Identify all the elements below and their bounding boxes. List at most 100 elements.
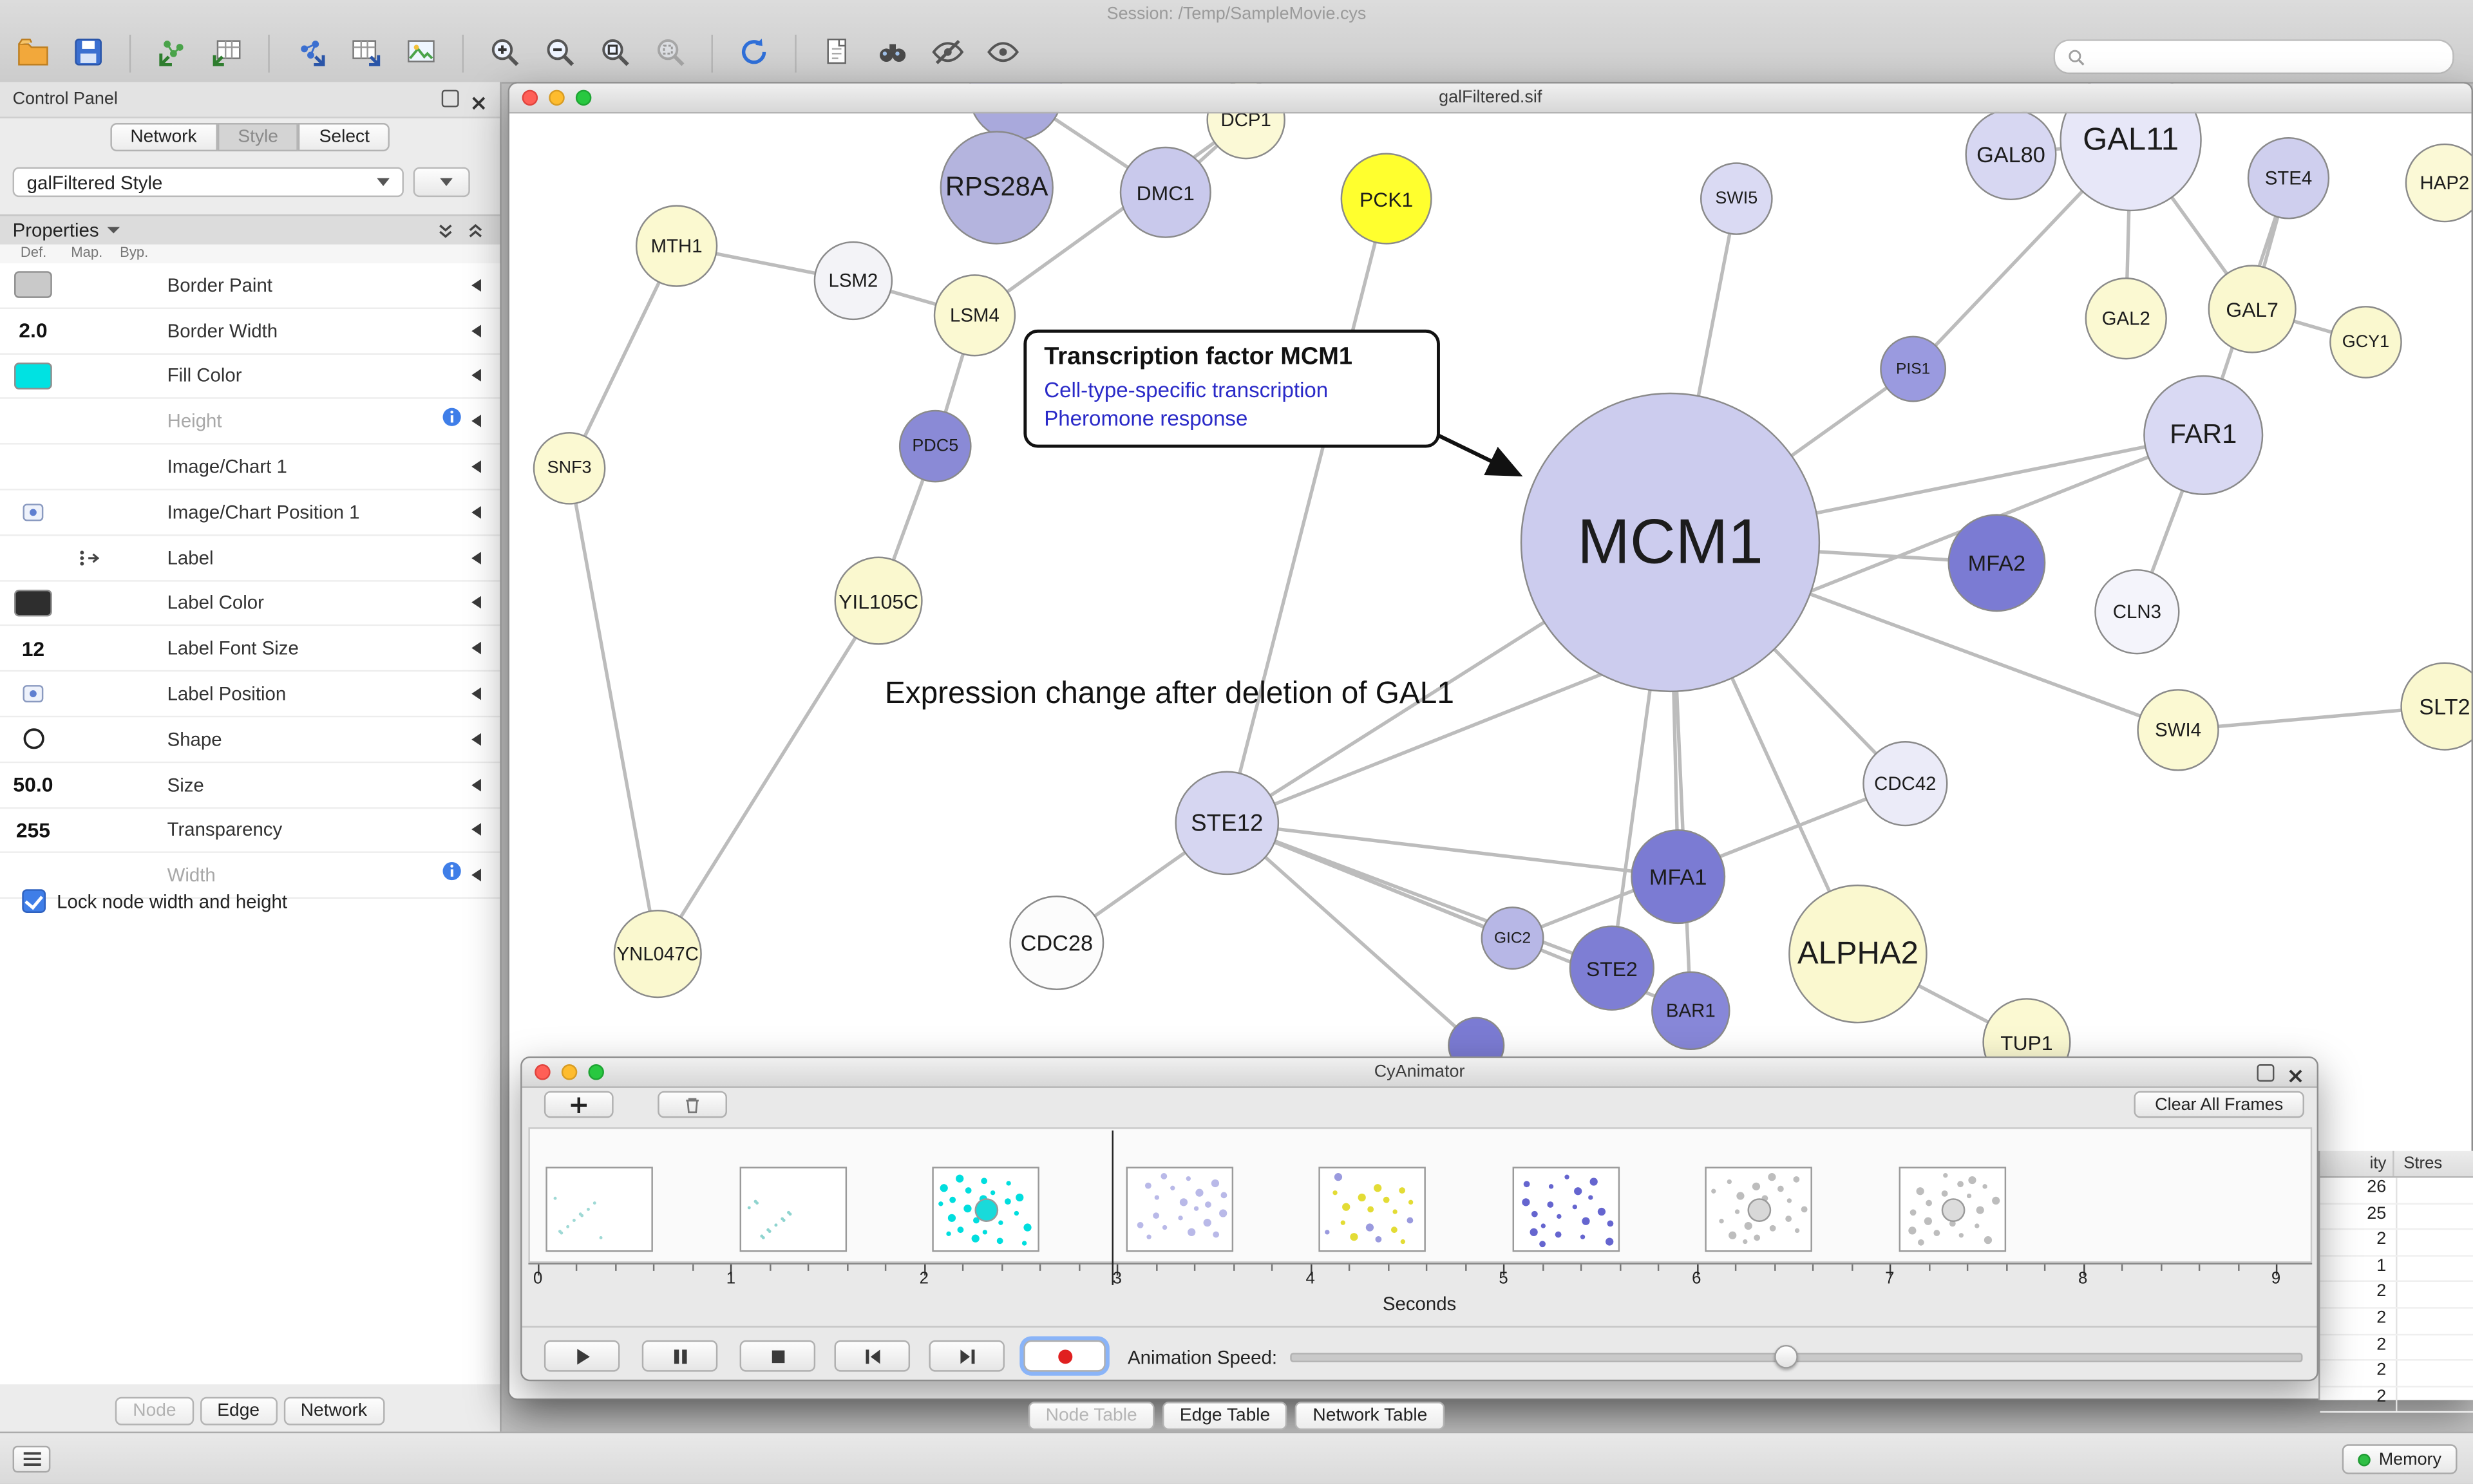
network-node-lsm4[interactable]: LSM4 — [933, 274, 1016, 357]
expand-arrow-icon[interactable] — [471, 279, 481, 292]
caption-annotation[interactable]: Expression change after deletion of GAL1 — [884, 676, 1454, 711]
network-node-pdc5[interactable]: PDC5 — [898, 409, 972, 483]
property-mapping-cell[interactable] — [66, 449, 113, 484]
network-node-bar1[interactable]: BAR1 — [1651, 971, 1730, 1051]
last-frame-button[interactable] — [929, 1340, 1005, 1372]
first-frame-button[interactable] — [834, 1340, 911, 1372]
frame-thumbnail-3[interactable] — [1125, 1167, 1233, 1252]
tab-node[interactable]: Node — [115, 1396, 194, 1425]
table-cell[interactable]: 2 — [2320, 1308, 2398, 1333]
expand-arrow-icon[interactable] — [471, 551, 481, 564]
float-panel-icon[interactable] — [441, 89, 459, 108]
expand-all-icon[interactable] — [437, 221, 454, 239]
property-mapping-cell[interactable] — [66, 812, 113, 847]
table-row[interactable]: 2 — [2320, 1282, 2473, 1309]
panel-menu-button[interactable] — [12, 1445, 51, 1473]
tab-select[interactable]: Select — [298, 123, 390, 152]
minimize-window-icon[interactable] — [561, 1064, 578, 1080]
close-icon[interactable] — [470, 90, 488, 110]
search-box[interactable] — [2053, 39, 2454, 75]
network-node-gal7[interactable]: GAL7 — [2208, 265, 2297, 353]
tab-node-table[interactable]: Node Table — [1028, 1402, 1155, 1431]
zoom-fit-icon[interactable] — [594, 33, 636, 74]
delete-frame-button[interactable] — [658, 1091, 727, 1118]
network-node-alpha2[interactable]: ALPHA2 — [1788, 884, 1928, 1024]
clear-all-frames-button[interactable]: Clear All Frames — [2134, 1091, 2304, 1118]
show-all-icon[interactable] — [983, 33, 1024, 74]
maximize-window-icon[interactable] — [588, 1064, 604, 1080]
network-node-ste2[interactable]: STE2 — [1569, 925, 1654, 1011]
close-icon[interactable] — [2287, 1064, 2304, 1083]
animation-speed-slider[interactable] — [1290, 1344, 2303, 1369]
property-default-cell[interactable] — [0, 359, 66, 393]
open-session-icon[interactable] — [13, 33, 54, 74]
network-node-swi4[interactable]: SWI4 — [2137, 689, 2219, 771]
property-default-cell[interactable] — [0, 268, 66, 303]
table-column-header[interactable]: Stres — [2403, 1154, 2443, 1174]
table-cell[interactable] — [2397, 1282, 2473, 1307]
network-node-ste4[interactable]: STE4 — [2247, 137, 2330, 220]
property-mapping-cell[interactable] — [66, 586, 113, 621]
property-default-cell[interactable] — [0, 495, 66, 530]
network-node-gcy1[interactable]: GCY1 — [2329, 306, 2402, 379]
snapshot-icon[interactable] — [817, 33, 858, 74]
table-cell[interactable] — [2397, 1230, 2473, 1255]
frame-timeline[interactable] — [528, 1127, 2313, 1263]
network-node-gal80[interactable]: GAL80 — [1965, 108, 2057, 201]
network-node-cdc42[interactable]: CDC42 — [1862, 741, 1948, 827]
table-row[interactable]: 26 — [2320, 1178, 2473, 1205]
network-node-hap2[interactable]: HAP2 — [2405, 143, 2472, 223]
record-button[interactable] — [1023, 1340, 1106, 1372]
stop-button[interactable] — [739, 1340, 816, 1372]
property-default-cell[interactable] — [0, 449, 66, 484]
export-table-icon[interactable] — [345, 33, 386, 74]
refresh-layout-icon[interactable] — [734, 33, 775, 74]
property-mapping-cell[interactable] — [66, 540, 113, 575]
table-row[interactable]: 2 — [2320, 1308, 2473, 1335]
network-node-gic2[interactable]: GIC2 — [1481, 906, 1544, 970]
property-bypass-cell[interactable] — [113, 495, 160, 530]
network-node-mth1[interactable]: MTH1 — [635, 205, 718, 287]
close-window-icon[interactable] — [535, 1064, 551, 1080]
float-panel-icon[interactable] — [2257, 1064, 2275, 1082]
property-bypass-cell[interactable] — [113, 268, 160, 303]
table-cell[interactable]: 2 — [2320, 1387, 2398, 1412]
property-mapping-cell[interactable] — [66, 404, 113, 439]
property-bypass-cell[interactable] — [113, 812, 160, 847]
annotation-box[interactable]: Transcription factor MCM1 Cell-type-spec… — [1023, 329, 1440, 449]
network-node-pis1[interactable]: PIS1 — [1880, 335, 1947, 402]
network-node-mcm1[interactable]: MCM1 — [1520, 392, 1821, 693]
property-mapping-cell[interactable] — [66, 631, 113, 666]
frame-thumbnail-2[interactable] — [932, 1167, 1039, 1252]
expand-arrow-icon[interactable] — [471, 415, 481, 428]
property-default-cell[interactable] — [0, 722, 66, 756]
frame-thumbnail-0[interactable] — [545, 1167, 653, 1252]
network-node-lsm2[interactable]: LSM2 — [813, 241, 893, 321]
expand-arrow-icon[interactable] — [471, 460, 481, 473]
table-cell[interactable] — [2397, 1309, 2473, 1333]
network-node-cdc28[interactable]: CDC28 — [1009, 896, 1104, 990]
network-node-far1[interactable]: FAR1 — [2143, 375, 2264, 495]
expand-arrow-icon[interactable] — [471, 370, 481, 382]
tab-network-style[interactable]: Network — [283, 1396, 384, 1425]
minimize-window-icon[interactable] — [549, 89, 565, 106]
property-bypass-cell[interactable] — [113, 722, 160, 756]
zoom-in-icon[interactable] — [484, 33, 526, 74]
frame-thumbnail-4[interactable] — [1318, 1167, 1426, 1252]
frame-thumbnail-1[interactable] — [739, 1167, 846, 1252]
table-row[interactable]: 2 — [2320, 1360, 2473, 1387]
style-selector[interactable]: galFiltered Style — [12, 167, 404, 198]
import-network-icon[interactable] — [151, 33, 193, 74]
network-node-mfa1[interactable]: MFA1 — [1631, 829, 1726, 925]
expand-arrow-icon[interactable] — [471, 642, 481, 655]
network-node-dmc1[interactable]: DMC1 — [1119, 146, 1211, 238]
expand-arrow-icon[interactable] — [471, 505, 481, 519]
property-mapping-cell[interactable] — [66, 359, 113, 393]
expand-arrow-icon[interactable] — [471, 733, 481, 746]
tab-edge[interactable]: Edge — [200, 1396, 277, 1425]
property-bypass-cell[interactable] — [113, 314, 160, 348]
memory-button[interactable]: Memory — [2342, 1444, 2458, 1474]
property-mapping-cell[interactable] — [66, 722, 113, 756]
property-default-cell[interactable]: 255 — [0, 812, 66, 847]
export-network-icon[interactable] — [290, 33, 332, 74]
